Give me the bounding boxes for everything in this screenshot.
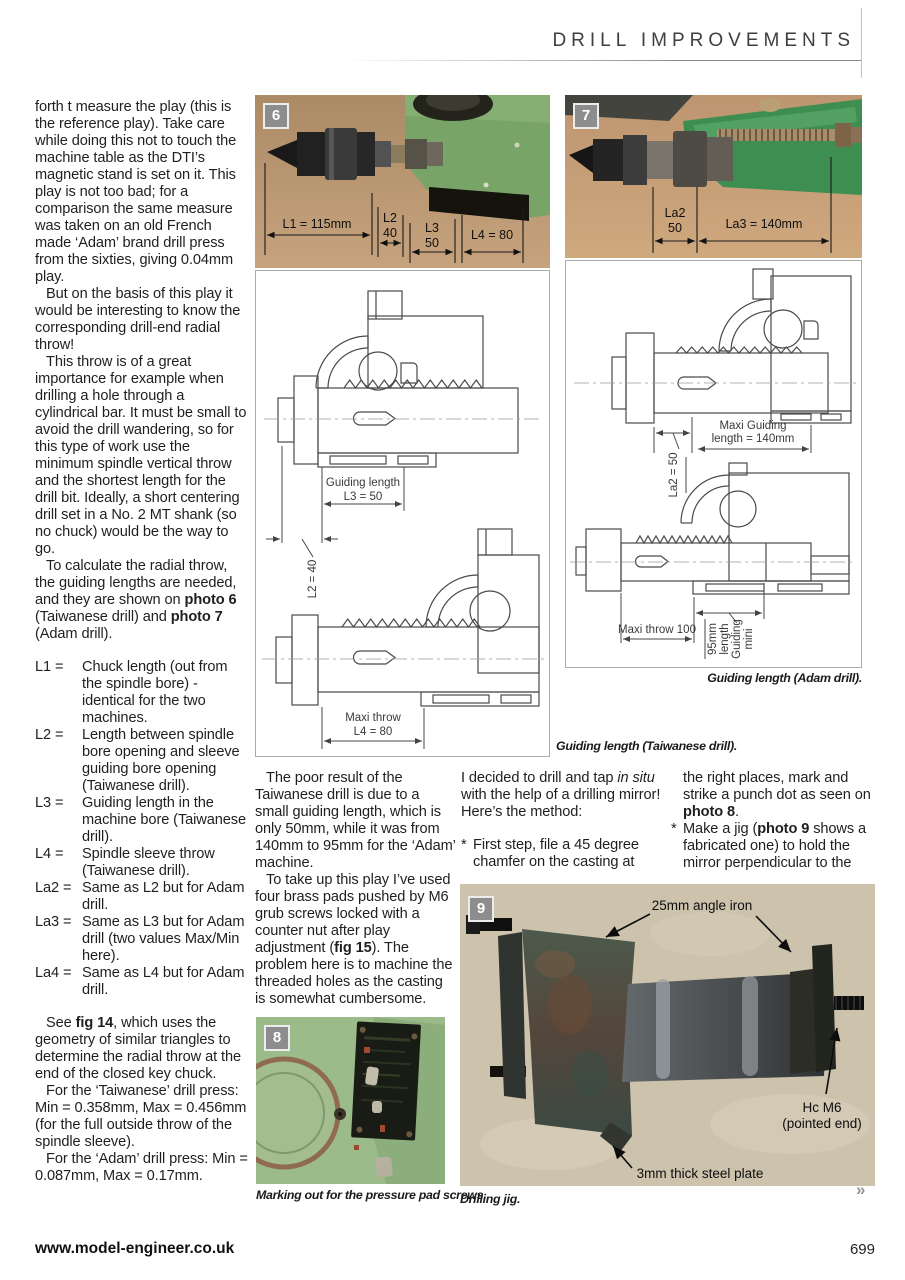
label-l2-value: L2 = 40 xyxy=(307,560,319,599)
fourth-column-text: the right places, mark and strike a punc… xyxy=(671,770,871,871)
middle-column-text: The poor result of the Taiwanese drill i… xyxy=(255,770,456,1007)
photo-6-number-badge: 6 xyxy=(263,103,289,129)
taiwanese-extended-view xyxy=(262,528,544,707)
third-column-text: I decided to drill and tap in situ with … xyxy=(461,770,661,870)
label-mini-95mm: 95mm xyxy=(707,623,719,655)
dim-label-la2-value: 50 xyxy=(668,221,682,235)
label-mini-guiding: Guiding xyxy=(731,619,743,659)
header-rule xyxy=(340,60,861,61)
label-mini: mini xyxy=(743,628,755,649)
photo-9-number-badge: 9 xyxy=(468,896,494,922)
adam-retracted-view xyxy=(574,268,856,424)
left-column-text: forth t measure the play (this is the re… xyxy=(35,99,248,1184)
photo-7-adam-drill: La2 50 La3 = 140mm 7 xyxy=(565,95,862,258)
header-vertical-rule xyxy=(861,8,862,78)
annotation-hc-m6: Hc M6 xyxy=(802,1100,841,1115)
dim-label-l2-value: 40 xyxy=(383,226,397,240)
drill-chuck-illustration xyxy=(569,131,733,187)
label-mini-length: length xyxy=(719,623,731,654)
label-guiding-length: Guiding length xyxy=(326,477,400,489)
taiwanese-l3-dimension xyxy=(321,467,405,543)
nameplate xyxy=(351,1021,421,1141)
continued-chevrons-icon: » xyxy=(856,1180,866,1199)
dim-label-l4: L4 = 80 xyxy=(471,228,513,242)
label-maxi-throw: Maxi throw xyxy=(345,712,401,724)
footer-page-number: 699 xyxy=(849,1241,875,1258)
drawing-adam-guiding-length: Maxi Guiding length = 140mm La2 = 50 xyxy=(565,260,862,668)
photo-7-number-badge: 7 xyxy=(573,103,599,129)
annotation-pointed-end: (pointed end) xyxy=(782,1116,862,1131)
taiwanese-l4-dimension xyxy=(321,707,425,749)
label-maxi-guiding-1: Maxi Guiding xyxy=(719,420,786,432)
photo-8-marking-out: 8 xyxy=(256,1017,445,1184)
photo-8-number-badge: 8 xyxy=(264,1025,290,1051)
caption-taiwanese-drawing: Guiding length (Taiwanese drill). xyxy=(556,739,738,753)
dim-label-l3: L3 xyxy=(425,221,439,235)
adam-maxi-guiding-dimension xyxy=(653,417,812,493)
taiwanese-l2-dimension xyxy=(266,446,338,558)
photo-6-taiwanese-drill: L1 = 115mm L2 40 L3 50 L4 = 80 6 xyxy=(255,95,550,268)
photo-9-image: 25mm angle iron Hc M6 (pointed end) 3mm … xyxy=(460,884,875,1186)
footer-website: www.model-engineer.co.uk xyxy=(35,1240,235,1257)
bearing-boss xyxy=(256,1056,346,1170)
label-maxi-guiding-2: length = 140mm xyxy=(712,433,795,445)
label-la2-value: La2 = 50 xyxy=(668,452,680,497)
adam-throw-dimensions xyxy=(620,583,765,659)
photo7-dimension-lines xyxy=(652,157,832,253)
dim-label-la3: La3 = 140mm xyxy=(726,217,803,231)
photo6-dimension-lines xyxy=(264,163,524,263)
dim-label-l1: L1 = 115mm xyxy=(283,217,352,231)
dim-label-la2: La2 xyxy=(665,206,686,220)
page-title: DRILL IMPROVEMENTS xyxy=(552,30,855,51)
annotation-angle-iron: 25mm angle iron xyxy=(652,898,753,913)
photo-7-image: La2 50 La3 = 140mm xyxy=(565,95,862,258)
photo-9-drilling-jig: 25mm angle iron Hc M6 (pointed end) 3mm … xyxy=(460,884,875,1186)
drawing-taiwanese-guiding-length: Guiding length L3 = 50 L2 = 40 xyxy=(255,270,550,757)
label-l3-value: L3 = 50 xyxy=(344,491,383,503)
paint-chips xyxy=(354,1047,393,1178)
drill-chuck-illustration xyxy=(267,128,443,180)
dim-label-l3-value: 50 xyxy=(425,236,439,250)
taiwanese-drawing-image: Guiding length L3 = 50 L2 = 40 xyxy=(262,290,544,749)
adam-extended-view xyxy=(570,462,856,595)
label-maxi-throw-100: Maxi throw 100 xyxy=(618,624,696,636)
jig-illustration xyxy=(466,915,864,1152)
annotation-steel-plate: 3mm thick steel plate xyxy=(637,1166,764,1181)
caption-photo-8: Marking out for the pressure pad screws. xyxy=(256,1188,487,1202)
photo-6-image: L1 = 115mm L2 40 L3 50 L4 = 80 xyxy=(255,95,550,268)
label-l4-value: L4 = 80 xyxy=(354,726,393,738)
photo9-annotation-arrows xyxy=(605,913,841,1169)
dim-label-l2: L2 xyxy=(383,211,397,225)
adam-drawing-image: Maxi Guiding length = 140mm La2 = 50 xyxy=(570,268,856,659)
taiwanese-retracted-view xyxy=(264,290,541,468)
caption-adam-drawing: Guiding length (Adam drill). xyxy=(707,671,862,685)
caption-photo-9: Drilling jig. xyxy=(460,1192,521,1206)
machine-head-illustration xyxy=(405,95,550,221)
